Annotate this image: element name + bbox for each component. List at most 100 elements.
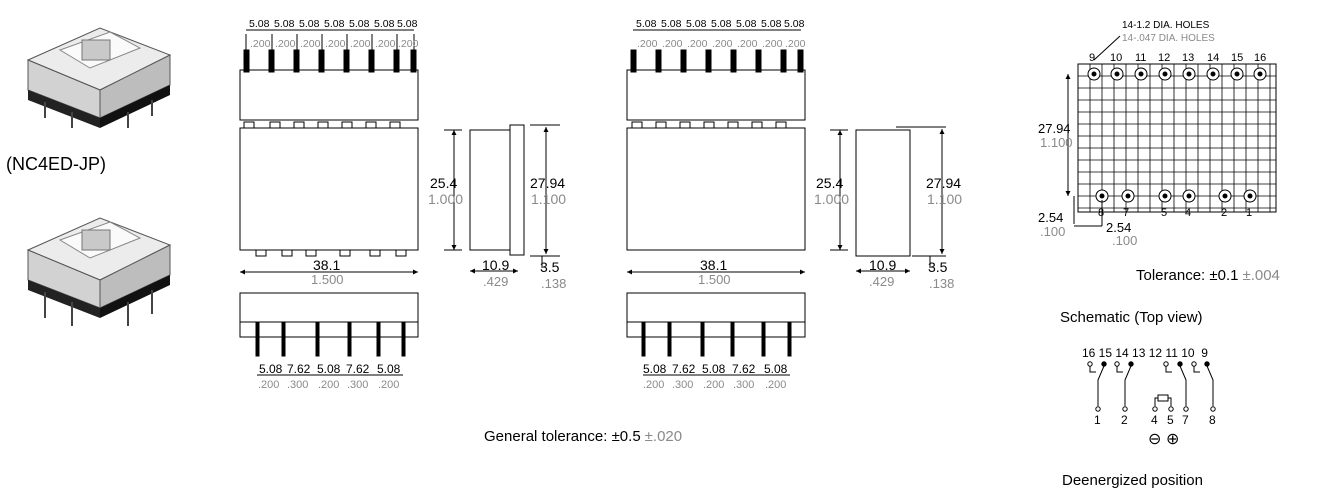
svg-text:2: 2 <box>1221 207 1227 219</box>
left-bottom-pitch-dims: 5.08 7.62 5.08 7.62 5.08 .200 .300 .200 … <box>257 362 403 391</box>
model-label: (NC4ED-JP) <box>6 154 106 174</box>
svg-text:5.08: 5.08 <box>324 18 345 30</box>
svg-text:25.4: 25.4 <box>816 175 843 191</box>
svg-text:5.08: 5.08 <box>736 18 757 30</box>
svg-text:5.08: 5.08 <box>764 362 788 376</box>
left-top-view <box>239 34 419 121</box>
svg-text:.200: .200 <box>737 38 758 50</box>
svg-text:5.08: 5.08 <box>711 18 732 30</box>
svg-text:.200: .200 <box>275 38 296 50</box>
svg-text:7: 7 <box>1182 413 1189 427</box>
svg-text:27.94: 27.94 <box>530 175 565 191</box>
svg-text:11: 11 <box>1135 52 1146 64</box>
svg-text:5.08: 5.08 <box>702 362 726 376</box>
right-bottom-view <box>626 292 806 357</box>
svg-text:.100: .100 <box>1040 224 1065 239</box>
left-front-view <box>239 121 419 257</box>
svg-text:7.62: 7.62 <box>672 362 696 376</box>
pcb-holes <box>1087 67 1267 203</box>
right-height-dim: 25.4 1.000 <box>814 129 849 251</box>
svg-text:5: 5 <box>1161 207 1167 219</box>
svg-text:1.500: 1.500 <box>311 272 344 287</box>
svg-text:27.94: 27.94 <box>1038 121 1071 136</box>
svg-text:10: 10 <box>1110 52 1122 64</box>
pcb-hole-note: 14-1.2 DIA. HOLES 14-.047 DIA. HOLES <box>1093 20 1215 61</box>
svg-text:.200: .200 <box>762 38 783 50</box>
svg-text:8: 8 <box>1098 207 1104 219</box>
svg-text:5.08: 5.08 <box>374 18 395 30</box>
svg-text:4: 4 <box>1151 413 1158 427</box>
schematic-symbol <box>1087 361 1216 412</box>
svg-text:25.4: 25.4 <box>430 175 457 191</box>
svg-text:1.000: 1.000 <box>428 191 463 207</box>
svg-text:7.62: 7.62 <box>732 362 756 376</box>
left-side-dims: 27.94 1.100 10.9 .429 3.5 .138 <box>470 175 566 291</box>
svg-text:5.08: 5.08 <box>636 18 657 30</box>
svg-text:.100: .100 <box>1112 233 1137 248</box>
right-width-dim: 38.1 1.500 <box>627 257 805 287</box>
svg-text:38.1: 38.1 <box>700 257 727 273</box>
svg-text:.300: .300 <box>347 379 368 391</box>
svg-text:1.000: 1.000 <box>814 191 849 207</box>
left-side-view <box>469 124 560 268</box>
svg-text:.429: .429 <box>869 274 894 289</box>
svg-text:12: 12 <box>1158 52 1170 64</box>
svg-text:.200: .200 <box>703 379 724 391</box>
svg-text:1.100: 1.100 <box>927 191 962 207</box>
svg-text:14-1.2 DIA. HOLES: 14-1.2 DIA. HOLES <box>1122 20 1210 31</box>
svg-text:.300: .300 <box>733 379 754 391</box>
svg-text:.200: .200 <box>378 379 399 391</box>
svg-text:.138: .138 <box>541 276 566 291</box>
svg-text:2: 2 <box>1121 413 1128 427</box>
svg-text:5.08: 5.08 <box>761 18 782 30</box>
svg-text:38.1: 38.1 <box>313 257 340 273</box>
svg-text:5.08: 5.08 <box>397 18 418 30</box>
svg-text:.200: .200 <box>765 379 786 391</box>
left-bottom-view <box>239 292 419 357</box>
svg-text:1.500: 1.500 <box>698 272 731 287</box>
svg-text:.200: .200 <box>785 38 806 50</box>
svg-text:5.08: 5.08 <box>259 362 283 376</box>
svg-text:5.08: 5.08 <box>643 362 667 376</box>
svg-text:5.08: 5.08 <box>784 18 805 30</box>
svg-text:.200: .200 <box>250 38 271 50</box>
svg-text:3.5: 3.5 <box>928 259 948 275</box>
relay-photo-bottom <box>26 217 172 326</box>
svg-text:10.9: 10.9 <box>482 257 509 273</box>
left-height-dim: 25.4 1.000 <box>428 129 463 251</box>
svg-text:5.08: 5.08 <box>349 18 370 30</box>
svg-text:5.08: 5.08 <box>661 18 682 30</box>
svg-text:8: 8 <box>1209 413 1216 427</box>
svg-text:.200: .200 <box>350 38 371 50</box>
svg-text:1.100: 1.100 <box>1040 135 1073 150</box>
svg-text:7.62: 7.62 <box>346 362 370 376</box>
svg-text:.300: .300 <box>672 379 693 391</box>
svg-text:1: 1 <box>1246 207 1252 219</box>
svg-text:.200: .200 <box>712 38 733 50</box>
svg-text:10.9: 10.9 <box>869 257 896 273</box>
svg-text:.200: .200 <box>398 38 419 50</box>
svg-text:2.54: 2.54 <box>1106 220 1131 235</box>
svg-text:14-.047 DIA. HOLES: 14-.047 DIA. HOLES <box>1122 33 1215 44</box>
pcb-dims: 27.94 1.100 2.54 .100 2.54 .100 <box>1038 74 1137 248</box>
pcb-grid <box>1077 63 1277 213</box>
schematic-top-numbers: 16 15 14 13 12 11 10 9 <box>1082 346 1208 360</box>
right-side-dims: 27.94 1.100 10.9 .429 3.5 .138 <box>856 175 962 291</box>
svg-text:5.08: 5.08 <box>686 18 707 30</box>
svg-text:7.62: 7.62 <box>287 362 311 376</box>
svg-text:.200: .200 <box>258 379 279 391</box>
right-bottom-pitch-dims: 5.08 7.62 5.08 7.62 5.08 .200 .300 .200 … <box>643 362 790 391</box>
schematic-caption: Deenergized position <box>1062 472 1203 489</box>
general-tolerance: General tolerance: ±0.5±.020 <box>484 428 682 445</box>
svg-text:.200: .200 <box>637 38 658 50</box>
pcb-tolerance: Tolerance: ±0.1±.004 <box>1136 267 1280 284</box>
svg-text:2.54: 2.54 <box>1038 210 1063 225</box>
svg-text:5.08: 5.08 <box>299 18 320 30</box>
svg-text:1.100: 1.100 <box>531 191 566 207</box>
svg-text:13: 13 <box>1182 52 1194 64</box>
svg-text:15: 15 <box>1231 52 1243 64</box>
svg-text:5: 5 <box>1167 413 1174 427</box>
